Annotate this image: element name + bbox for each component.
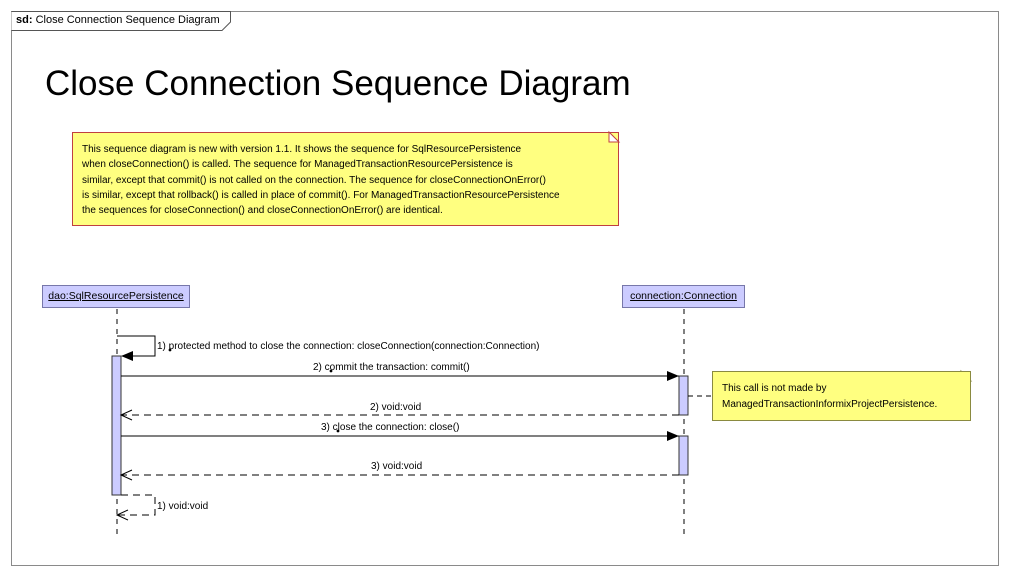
message-label: 2) commit the transaction: commit(): [313, 362, 470, 373]
conn-activation-close: [678, 435, 689, 476]
message-label: 3) close the connection: close(): [321, 422, 460, 433]
commit-arrowhead: [667, 371, 679, 381]
self-call-arrow: [117, 335, 156, 357]
lifeline-label: connection:Connection: [630, 290, 737, 302]
commit-return-arrowhead: [119, 409, 133, 421]
lifeline-head-connection: connection:Connection: [622, 285, 745, 308]
lifeline-label: dao:SqlResourcePersistence: [48, 290, 184, 302]
note-fold: [608, 130, 621, 143]
note-line: is similar, except that rollback() is ca…: [82, 189, 560, 201]
description-note: This sequence diagram is new with versio…: [72, 132, 619, 226]
close-arrowhead: [667, 431, 679, 441]
dao-activation: [111, 355, 122, 496]
msg-dot: [168, 348, 172, 352]
diagram-frame: [11, 11, 999, 566]
lifeline-head-dao: dao:SqlResourcePersistence: [42, 285, 190, 308]
frame-label: sd: Close Connection Sequence Diagram: [16, 14, 220, 26]
page-title: Close Connection Sequence Diagram: [45, 64, 631, 103]
frame-kind: sd:: [16, 14, 33, 26]
side-note: This call is not made by ManagedTransact…: [712, 371, 971, 421]
note-line: ManagedTransactionInformixProjectPersist…: [722, 398, 938, 410]
self-return-arrow: [118, 494, 156, 516]
frame-tab-shape: [11, 11, 231, 31]
conn-activation-commit: [678, 375, 689, 416]
note-line: This sequence diagram is new with versio…: [82, 144, 522, 155]
message-label: 3) void:void: [371, 461, 423, 472]
msg-dot: [329, 369, 333, 373]
message-label: 2) void:void: [370, 402, 422, 413]
message-label: 1) protected method to close the connect…: [157, 341, 540, 352]
frame-name: Close Connection Sequence Diagram: [35, 14, 220, 26]
note-line: This call is not made by: [722, 383, 827, 394]
message-label: 1) void:void: [157, 501, 209, 512]
self-return-arrowhead: [115, 509, 129, 521]
note-line: when closeConnection() is called. The se…: [82, 159, 513, 171]
self-call-arrowhead: [121, 351, 133, 361]
note-line: similar, except that commit() is not cal…: [82, 174, 546, 186]
msg-dot: [336, 429, 340, 433]
close-return-arrowhead: [119, 469, 133, 481]
note-line: the sequences for closeConnection() and …: [82, 205, 443, 217]
